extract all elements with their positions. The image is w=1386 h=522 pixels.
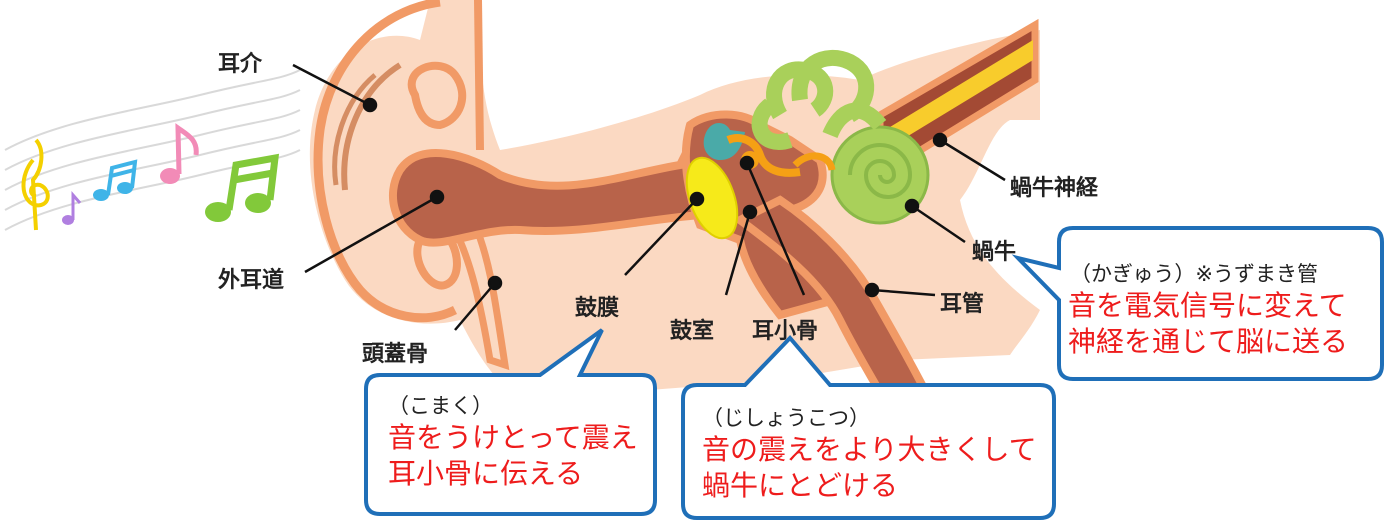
auricle-outline [313, 0, 458, 323]
skull-bone [451, 223, 510, 371]
callout-bubble-ossicles [681, 335, 1056, 520]
label-eustachian-tube: 耳管 [940, 292, 985, 317]
label-skull: 頭蓋骨 [362, 342, 429, 367]
callout-bubble-eardrum [364, 328, 657, 516]
callout-eardrum-reading: （こまく） [388, 394, 493, 418]
label-cochlear-nerve: 蝸牛神経 [1010, 176, 1099, 201]
label-ossicles: 耳小骨 [752, 319, 819, 344]
cochlea-shape [751, 49, 930, 225]
beamed-notes-icon [205, 153, 280, 222]
nerve-yellow-stripe [885, 40, 1033, 150]
eighth-note-icon [160, 123, 199, 184]
upper-skull-line [474, 0, 484, 151]
callout-cochlea-line2: 神経を通じて脳に送る [1068, 325, 1349, 358]
callout-bubble-cochlea [1011, 226, 1384, 381]
pointer-lines [292, 63, 1006, 331]
callout-eardrum-line2: 耳小骨に伝える [388, 457, 584, 490]
ossicles-shape [703, 123, 836, 177]
callout-cochlea-reading: （かぎゅう）※うずまき管 [1070, 262, 1318, 286]
auricle-inner-fold [341, 62, 402, 191]
beamed-notes-icon [93, 159, 138, 201]
label-tympanic-cavity: 鼓室 [670, 319, 715, 344]
callout-ossicles-line1: 音の震えをより大きくして [702, 433, 1037, 466]
treble-clef-icon [21, 138, 50, 231]
tragus [407, 61, 467, 130]
callout-ossicles-line2: 蝸牛にとどける [702, 469, 899, 502]
eighth-note-icon [62, 191, 82, 225]
label-ear-canal: 外耳道 [218, 268, 285, 293]
auricle-inner-fold-2 [332, 73, 377, 186]
label-auricle: 耳介 [218, 52, 263, 77]
callout-eardrum-line1: 音をうけとって震え [388, 421, 638, 454]
callout-ossicles-reading: （じしょうこつ） [702, 406, 870, 430]
label-cochlea: 蝸牛 [972, 240, 1017, 265]
label-eardrum: 鼓膜 [575, 296, 620, 321]
callout-cochlea-line1: 音を電気信号に変えて [1068, 289, 1347, 322]
antitragus [413, 237, 461, 290]
ear-canal [388, 131, 749, 247]
